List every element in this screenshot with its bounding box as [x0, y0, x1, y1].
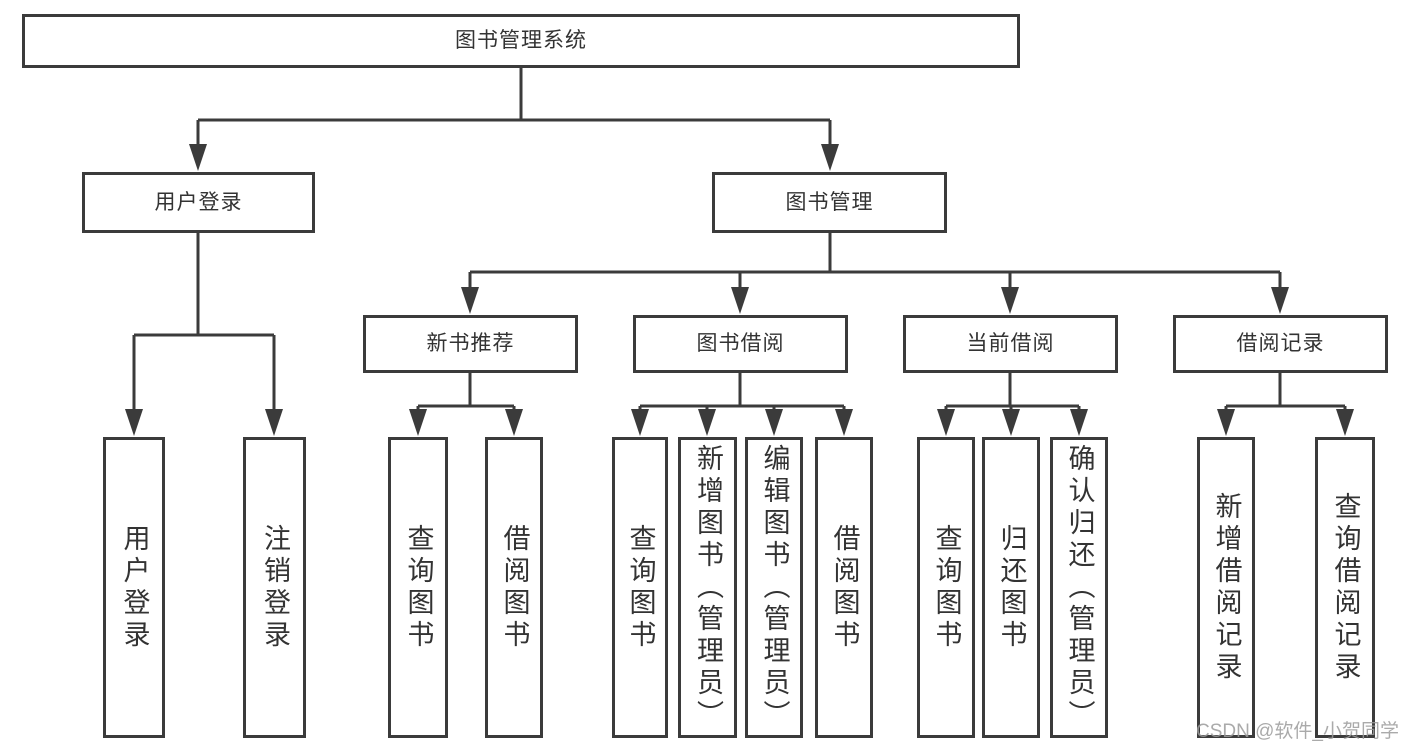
leaf-bb-add-book-admin: 新增图书（管理员）	[678, 437, 737, 738]
leaf-br-add-record-label: 新增借阅记录	[1211, 491, 1242, 684]
leaf-logout: 注销登录	[243, 437, 306, 738]
node-new-book-recommend-label: 新书推荐	[426, 332, 515, 356]
node-book-management: 图书管理	[712, 172, 947, 233]
node-root-label: 图书管理系统	[455, 29, 587, 53]
leaf-br-query-record-label: 查询借阅记录	[1330, 491, 1361, 684]
leaf-br-add-record: 新增借阅记录	[1197, 437, 1255, 738]
leaf-bb-query-books: 查询图书	[612, 437, 668, 738]
node-book-management-label: 图书管理	[785, 190, 874, 214]
leaf-logout-label: 注销登录	[260, 523, 290, 652]
leaf-bb-add-book-admin-label: 新增图书（管理员）	[693, 443, 723, 732]
node-root-system: 图书管理系统	[22, 14, 1020, 68]
leaf-cb-return-books: 归还图书	[982, 437, 1040, 738]
leaf-cb-confirm-return-admin-label: 确认归还（管理员）	[1064, 443, 1095, 732]
leaf-nbr-borrow-books-label: 借阅图书	[499, 523, 530, 652]
leaf-bb-edit-book-admin-label: 编辑图书（管理员）	[759, 443, 790, 732]
node-borrow-records: 借阅记录	[1173, 315, 1388, 373]
leaf-nbr-borrow-books: 借阅图书	[485, 437, 543, 738]
node-borrow-records-label: 借阅记录	[1236, 332, 1325, 356]
leaf-bb-borrow-books: 借阅图书	[815, 437, 873, 738]
leaf-cb-query-books-label: 查询图书	[931, 523, 962, 652]
node-book-borrow-label: 图书借阅	[696, 332, 785, 356]
node-user-login-label: 用户登录	[154, 190, 243, 214]
node-user-login: 用户登录	[82, 172, 315, 233]
leaf-br-query-record: 查询借阅记录	[1315, 437, 1375, 738]
leaf-cb-confirm-return-admin: 确认归还（管理员）	[1050, 437, 1108, 738]
node-new-book-recommend: 新书推荐	[363, 315, 578, 373]
leaf-nbr-query-books: 查询图书	[388, 437, 448, 738]
leaf-bb-edit-book-admin: 编辑图书（管理员）	[745, 437, 803, 738]
leaf-user-login-label: 用户登录	[119, 523, 150, 652]
node-current-borrow-label: 当前借阅	[966, 332, 1055, 356]
leaf-cb-query-books: 查询图书	[917, 437, 975, 738]
node-book-borrow: 图书借阅	[633, 315, 848, 373]
leaf-bb-query-books-label: 查询图书	[625, 523, 656, 652]
csdn-watermark: CSDN @软件_小贺同学	[1196, 721, 1399, 742]
leaf-bb-borrow-books-label: 借阅图书	[829, 523, 860, 652]
leaf-user-login: 用户登录	[103, 437, 165, 738]
leaf-nbr-query-books-label: 查询图书	[403, 523, 434, 652]
leaf-cb-return-books-label: 归还图书	[996, 523, 1027, 652]
node-current-borrow: 当前借阅	[903, 315, 1118, 373]
